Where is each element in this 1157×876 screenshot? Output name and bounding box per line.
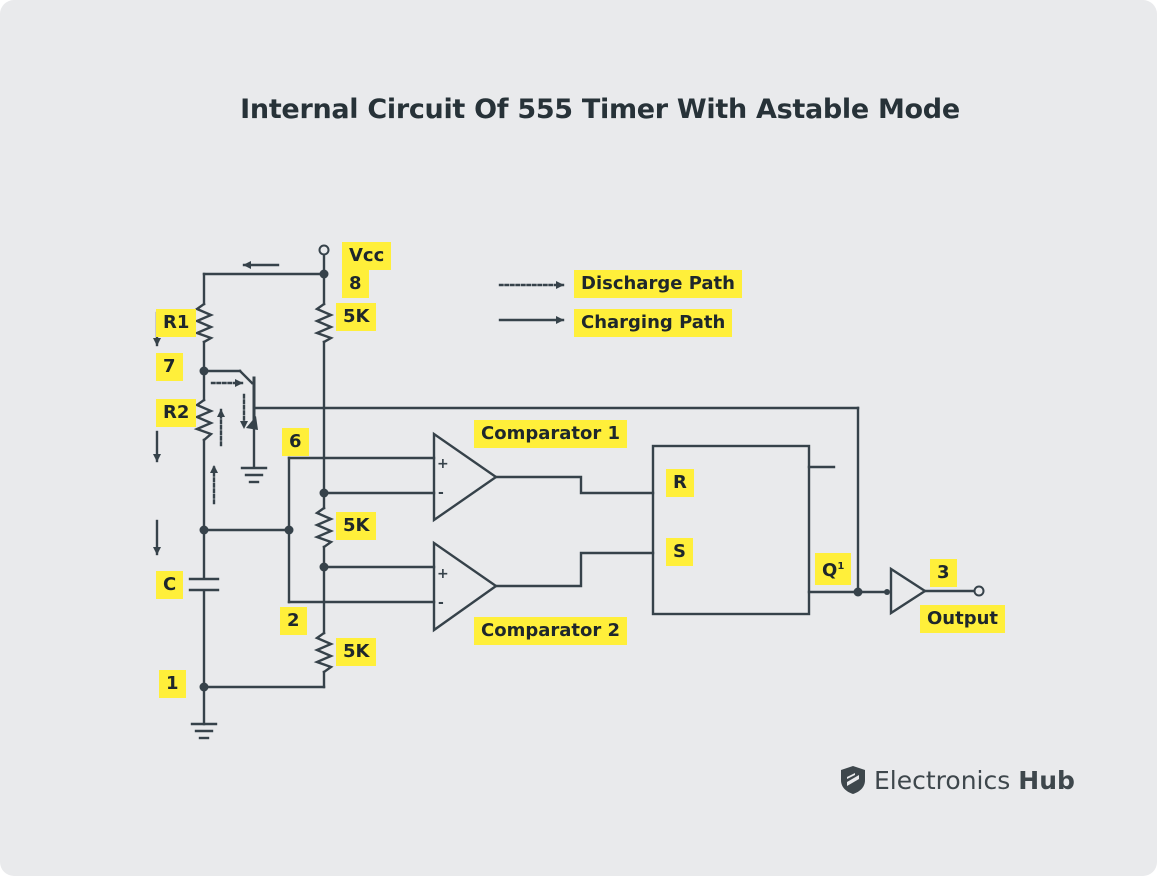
divider-resistor-mid (313, 506, 335, 549)
junction-dot (319, 488, 329, 498)
output-label: Output (920, 605, 1006, 633)
output-inverter-symbol (889, 566, 928, 616)
brand-name-light: Electronics (874, 765, 1011, 795)
r-input-label: R (666, 469, 694, 497)
comparator-1-symbol (432, 431, 499, 523)
shield-icon (841, 766, 865, 794)
divider-resistor-bot (313, 631, 335, 674)
transistor-emitter-arrow (246, 416, 258, 430)
flip-flop-block (651, 444, 811, 616)
legend-charging-label: Charging Path (574, 309, 733, 337)
comparator-2-symbol (432, 540, 499, 633)
resistor-mid-label: 5K (336, 512, 377, 540)
output-terminal (973, 585, 985, 597)
legend-discharge-label: Discharge Path (574, 270, 742, 298)
r1-label: R1 (156, 309, 197, 337)
s-input-label: S (666, 538, 693, 566)
comparator-1-minus: - (438, 485, 444, 501)
junction-dot (284, 525, 294, 535)
junction-dot (199, 366, 209, 376)
brand-logo: Electronics Hub (840, 765, 1075, 795)
junction-dot (319, 269, 329, 279)
pin-2-label: 2 (280, 607, 307, 635)
resistor-r1 (193, 302, 215, 344)
comparator-2-plus: + (437, 566, 449, 582)
pin-1-label: 1 (159, 670, 186, 698)
junction-dot (199, 525, 209, 535)
comparator-1-label: Comparator 1 (474, 420, 628, 448)
junction-dot (319, 562, 329, 572)
junction-dot (884, 589, 890, 595)
capacitor-label: C (156, 571, 184, 599)
resistor-r2 (193, 398, 215, 442)
comparator-2-minus: - (438, 595, 444, 611)
vcc-label: Vcc (342, 242, 392, 270)
r2-label: R2 (156, 399, 197, 427)
pin-7-label: 7 (156, 353, 183, 381)
pin-6-label: 6 (282, 428, 309, 456)
resistor-top-label: 5K (336, 303, 377, 331)
diagram-title: Internal Circuit Of 555 Timer With Astab… (240, 94, 960, 125)
resistor-bot-label: 5K (336, 638, 377, 666)
junction-dot (199, 682, 209, 692)
divider-resistor-top (313, 302, 335, 344)
brand-name-bold: Hub (1018, 765, 1075, 795)
pin-3-label: 3 (930, 559, 957, 587)
comparator-1-plus: + (437, 456, 449, 472)
vcc-terminal (318, 244, 330, 256)
junction-dot (853, 587, 863, 597)
q-output-label: Q1 (815, 553, 852, 585)
comparator-2-label: Comparator 2 (474, 617, 628, 645)
pin-8-label: 8 (342, 270, 369, 298)
